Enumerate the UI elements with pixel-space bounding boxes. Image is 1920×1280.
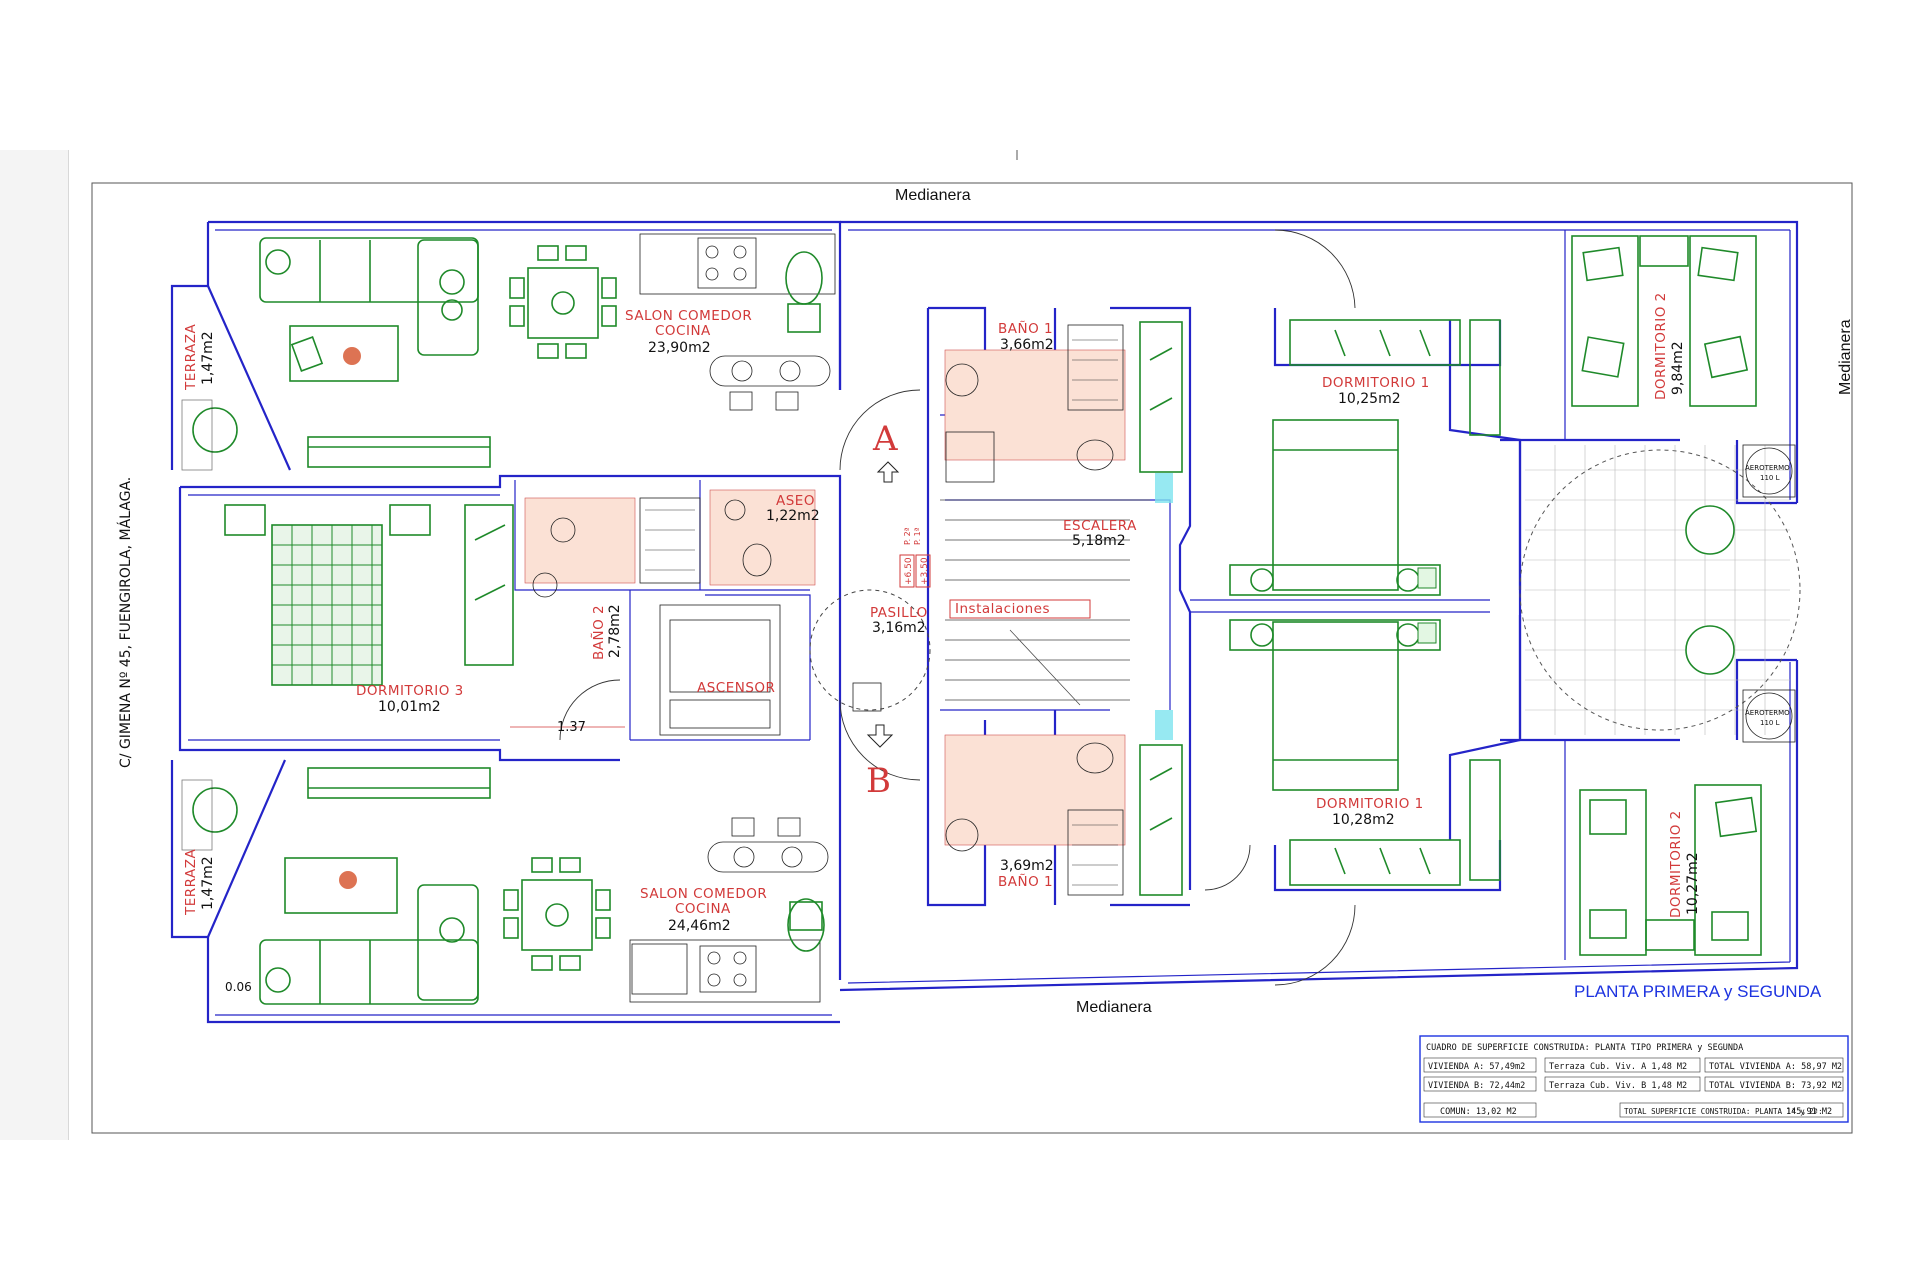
pasillo-area: 3,16m2 bbox=[872, 620, 926, 636]
section-b-marker: B bbox=[866, 761, 891, 801]
salon-top-name: SALON COMEDOR bbox=[625, 308, 752, 324]
unit-a-furniture bbox=[181, 233, 836, 1005]
level-p1-value: +3.50 bbox=[920, 557, 930, 585]
medianera-right-label: Medianera bbox=[1837, 319, 1854, 395]
dormitorio-1-bottom-name: DORMITORIO 1 bbox=[1316, 796, 1424, 812]
core-fixtures bbox=[524, 321, 1183, 896]
legend-header: CUADRO DE SUPERFICIE CONSTRUIDA: PLANTA … bbox=[1426, 1043, 1743, 1053]
salon-bottom-sub: COCINA bbox=[675, 901, 731, 917]
page-margin-strip bbox=[0, 150, 69, 1140]
medianera-bottom-label: Medianera bbox=[1076, 999, 1152, 1016]
unit-b-furniture bbox=[1229, 235, 1801, 956]
salon-top-sub: COCINA bbox=[655, 323, 711, 339]
aerotermo-bottom-label: AEROTERMO bbox=[1745, 709, 1790, 717]
dormitorio-3-area: 10,01m2 bbox=[378, 699, 441, 715]
aseo-area: 1,22m2 bbox=[766, 508, 820, 524]
dormitorio-2-bottom-name: DORMITORIO 2 bbox=[1668, 810, 1684, 918]
escalera-name: ESCALERA bbox=[1063, 518, 1137, 534]
aerotermo-top-cap: 110 L bbox=[1760, 474, 1780, 482]
salon-bottom-area: 24,46m2 bbox=[668, 918, 731, 934]
legend-vivienda-b: VIVIENDA B: 72,44m2 bbox=[1428, 1081, 1525, 1091]
bano-1-bottom-name: BAÑO 1 bbox=[998, 873, 1053, 890]
drawing-frame bbox=[91, 182, 1853, 1134]
dormitorio-1-bottom-area: 10,28m2 bbox=[1332, 812, 1395, 828]
legend-comun: COMUN: 13,02 M2 bbox=[1440, 1107, 1517, 1117]
dimension-006: 0.06 bbox=[225, 980, 252, 994]
dormitorio-2-top-name: DORMITORIO 2 bbox=[1653, 292, 1669, 400]
escalera-area: 5,18m2 bbox=[1072, 533, 1126, 549]
terraza-bottom-name: TERRAZA bbox=[183, 849, 199, 916]
dormitorio-2-bottom-area: 10,27m2 bbox=[1685, 852, 1701, 915]
bano-1-bottom-area: 3,69m2 bbox=[1000, 858, 1054, 874]
dormitorio-2-top-area: 9,84m2 bbox=[1670, 341, 1686, 395]
arrow-up-icon bbox=[876, 461, 900, 483]
section-a-marker: A bbox=[872, 419, 898, 459]
street-address-label: C/ GIMENA Nº 45, FUENGIROLA, MÁLAGA. bbox=[117, 477, 134, 768]
legend-total-b: TOTAL VIVIENDA B: 73,92 M2 bbox=[1709, 1081, 1842, 1091]
terraza-top-name: TERRAZA bbox=[183, 324, 199, 391]
dimension-137: 1.37 bbox=[557, 720, 586, 735]
dormitorio-1-top-name: DORMITORIO 1 bbox=[1322, 375, 1430, 391]
salon-bottom-name: SALON COMEDOR bbox=[640, 886, 767, 902]
aerotermo-bottom-cap: 110 L bbox=[1760, 719, 1780, 727]
plan-title: PLANTA PRIMERA y SEGUNDA bbox=[1574, 982, 1822, 1001]
legend-terraza-b: Terraza Cub. Viv. B 1,48 M2 bbox=[1549, 1081, 1687, 1091]
arrow-down-icon bbox=[866, 724, 894, 748]
level-p1-label: P. 1ª bbox=[913, 527, 922, 545]
exterior-walls bbox=[170, 220, 1799, 1024]
medianera-top-label: Medianera bbox=[895, 187, 971, 204]
terraza-bottom-area: 1,47m2 bbox=[200, 856, 216, 910]
bano-2-area: 2,78m2 bbox=[607, 604, 623, 658]
surface-legend-table bbox=[1419, 1035, 1849, 1123]
dormitorio-1-top-area: 10,25m2 bbox=[1338, 391, 1401, 407]
pasillo-name: PASILLO bbox=[870, 605, 928, 621]
level-p2-label: P. 2ª bbox=[903, 527, 912, 545]
level-p2-value: +6.50 bbox=[904, 557, 914, 585]
legend-total-value: 145,91 M2 bbox=[1786, 1107, 1832, 1117]
bano-1-top-area: 3,66m2 bbox=[1000, 337, 1054, 353]
bano-1-top-name: BAÑO 1 bbox=[998, 320, 1053, 337]
aerotermo-top-label: AEROTERMO bbox=[1745, 464, 1790, 472]
bano-2-name: BAÑO 2 bbox=[590, 605, 607, 660]
legend-terraza-a: Terraza Cub. Viv. A 1,48 M2 bbox=[1549, 1062, 1687, 1072]
dormitorio-3-name: DORMITORIO 3 bbox=[356, 683, 464, 699]
aseo-name: ASEO bbox=[776, 493, 815, 509]
door-swings bbox=[559, 229, 1356, 986]
legend-total-a: TOTAL VIVIENDA A: 58,97 M2 bbox=[1709, 1062, 1842, 1072]
salon-top-area: 23,90m2 bbox=[648, 340, 711, 356]
legend-vivienda-a: VIVIENDA A: 57,49m2 bbox=[1428, 1062, 1525, 1072]
instalaciones-label: Instalaciones bbox=[955, 601, 1050, 617]
legend-total-label: TOTAL SUPERFICIE CONSTRUIDA: PLANTA 1ª y… bbox=[1624, 1107, 1823, 1116]
ascensor-name: ASCENSOR bbox=[697, 680, 775, 696]
terraza-top-area: 1,47m2 bbox=[200, 331, 216, 385]
